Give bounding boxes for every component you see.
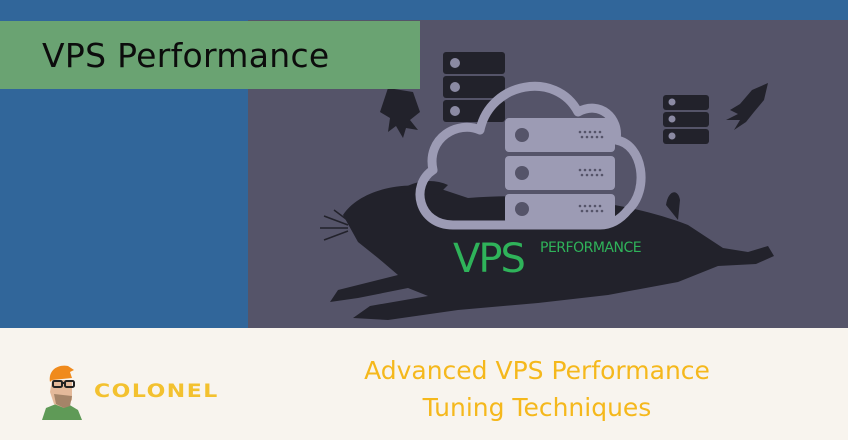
rocket-icon [380,88,420,138]
server-rack-icon [443,52,505,122]
headline-line-1: Advanced VPS Performance [364,356,710,385]
vps-logo-main: VPS [453,236,524,282]
cloud-icon [415,81,646,230]
server-rack-icon [663,95,709,144]
colonel-logo: COLONEL [38,362,219,420]
footer-area [0,328,848,440]
colonel-logo-text: COLONEL [94,380,219,402]
rocket-icon [726,83,768,130]
server-rack-icon [505,118,615,224]
banner-title: VPS Performance [42,35,330,75]
rabbit-whiskers [320,209,351,241]
mascot-avatar-icon [42,365,82,420]
article-headline: Advanced VPS Performance Tuning Techniqu… [300,352,774,426]
headline-line-2: Tuning Techniques [422,393,652,422]
title-banner: VPS Performance [0,21,420,89]
vps-logo-sub: PERFORMANCE [540,240,641,256]
